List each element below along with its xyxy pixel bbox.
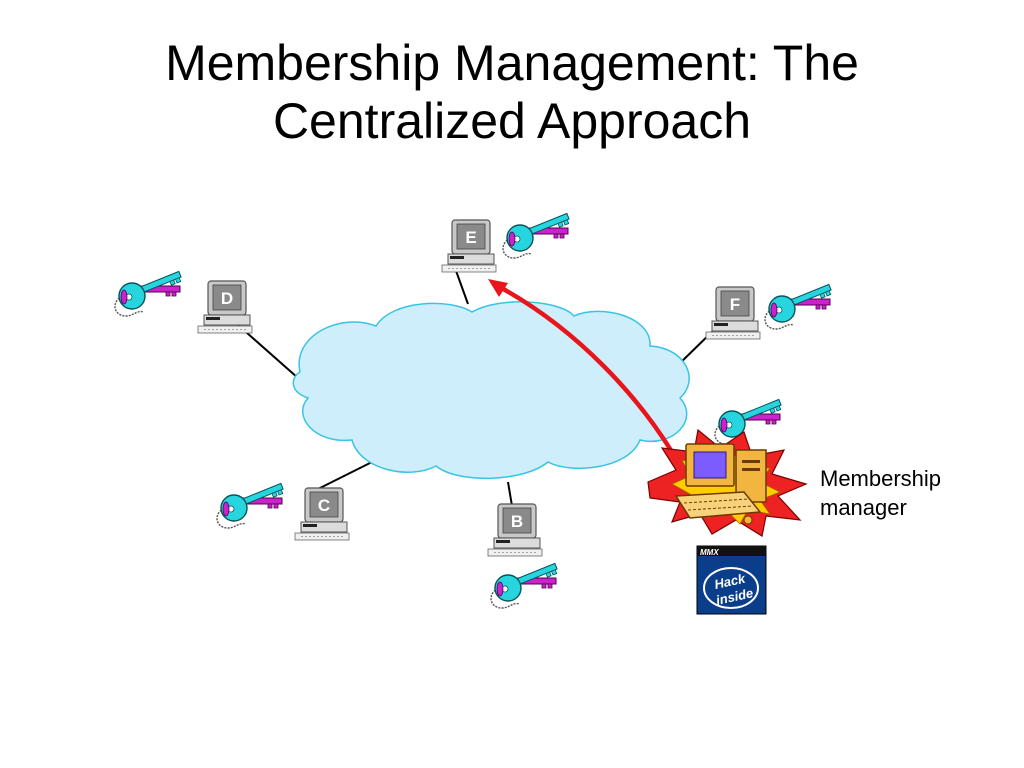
- slide-title-line-2: Centralized Approach: [272, 93, 752, 149]
- key-icon: [764, 283, 834, 330]
- computer-icon: F: [705, 286, 761, 340]
- hack-inside-logo-icon: MMX Hack inside: [696, 545, 767, 615]
- node-label-e: E: [465, 228, 476, 247]
- logo-line-1: Hack: [713, 571, 747, 592]
- arrow-to-e: [488, 279, 674, 454]
- key-icon: [502, 212, 572, 259]
- node-label-b: B: [511, 512, 523, 531]
- slide-title: Membership Management: The Centralized A…: [0, 34, 1024, 150]
- membership-manager-caption: Membership manager: [820, 464, 941, 522]
- link-d: [237, 324, 299, 379]
- link-e: [454, 267, 469, 305]
- link-c: [311, 461, 373, 493]
- computer-icon: E: [441, 219, 497, 273]
- cloud-icon: [292, 301, 690, 479]
- link-b: [507, 481, 513, 507]
- computer-icon: B: [487, 503, 543, 557]
- manager-computer-icon: [674, 443, 767, 525]
- key-icon: [114, 270, 184, 317]
- node-label-c: C: [318, 496, 330, 515]
- key-icon: [714, 398, 784, 445]
- caption-line-2: manager: [820, 495, 907, 520]
- slide-title-line-1: Membership Management: The: [165, 35, 859, 91]
- logo-mmx: MMX: [700, 548, 719, 557]
- node-label-d: D: [221, 289, 233, 308]
- computer-icon: D: [197, 280, 253, 334]
- key-icon: [216, 482, 286, 529]
- node-label-f: F: [730, 295, 740, 314]
- caption-line-1: Membership: [820, 466, 942, 491]
- key-icon: [490, 562, 560, 609]
- computer-icon: C: [294, 487, 350, 541]
